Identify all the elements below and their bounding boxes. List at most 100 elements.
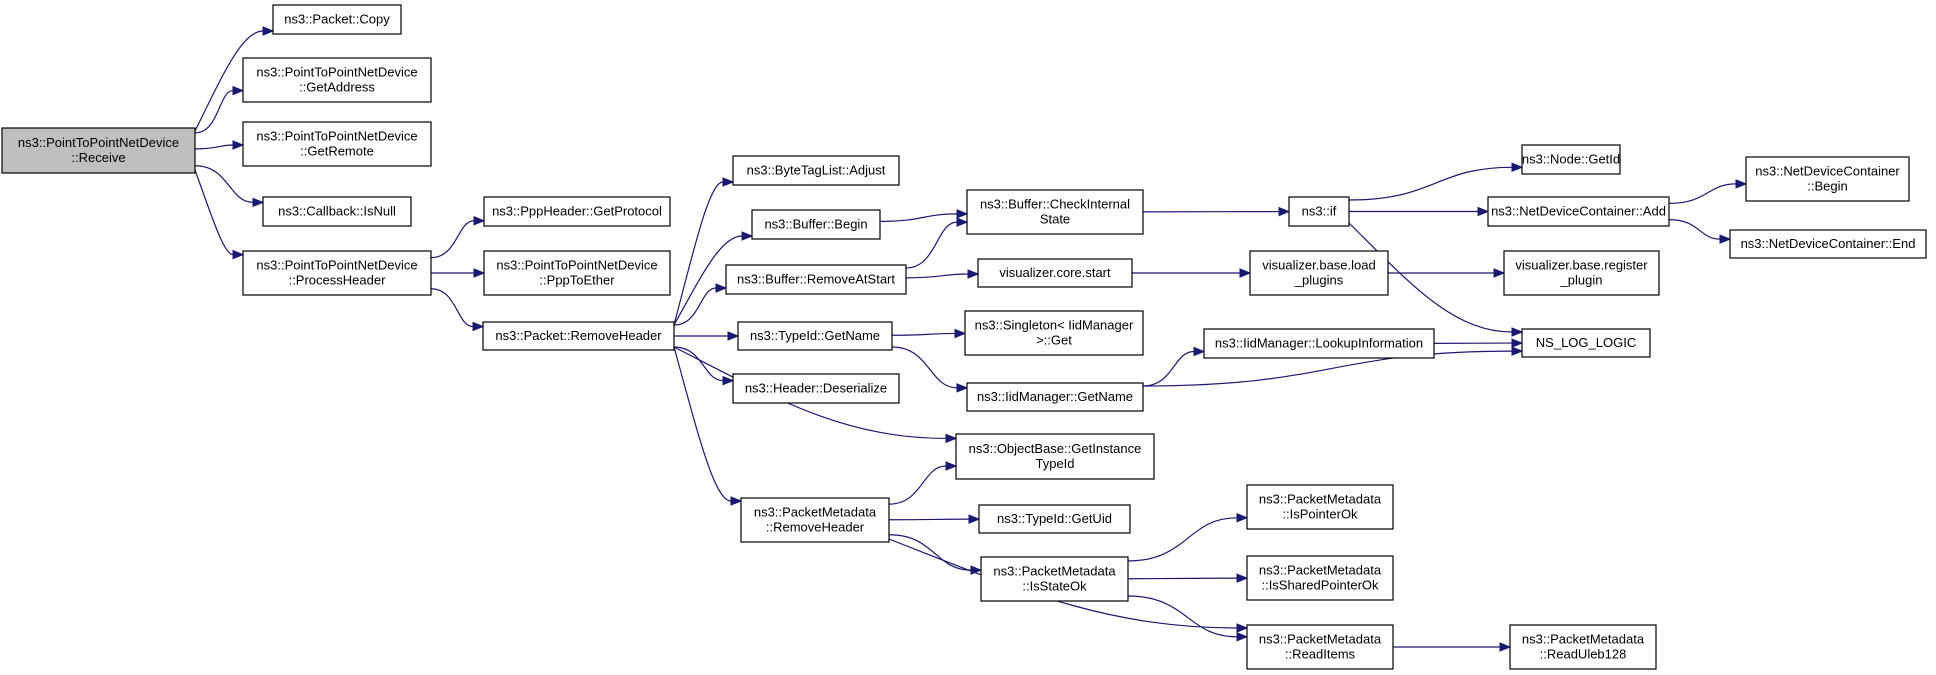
node-box [964,310,1144,356]
node-getprotocol[interactable]: ns3::PppHeader::GetProtocol [483,196,671,227]
node-ndcadd[interactable]: ns3::NetDeviceContainer::Add [1487,196,1670,227]
call-edge-receive-to-getremote [194,140,245,150]
node-readuleb[interactable]: ns3::PacketMetadata::ReadUleb128 [1509,624,1657,670]
node-ppptoether[interactable]: ns3::PointToPointNetDevice::PppToEther [483,250,671,296]
call-edge-processheader-to-ppptoether [431,268,486,278]
node-box [1249,250,1389,296]
node-label-line: ::Begin [1807,179,1847,194]
call-edge-pmremoveheader-to-readitems [888,538,1249,633]
call-edge-pmremoveheader-to-isstateok [888,534,983,575]
node-issharedpointerok[interactable]: ns3::PacketMetadata::IsSharedPointerOk [1246,555,1394,601]
node-box [1246,484,1394,530]
arrowhead-icon [741,231,754,241]
node-label-line: ns3::IidManager::LookupInformation [1215,336,1423,351]
call-edges [194,26,1748,652]
node-label-line: ns3::Header::Deserialize [745,381,887,396]
call-edge-pmremoveheader-to-getinstancetypeid [888,461,958,505]
node-box [1509,624,1657,670]
node-deserialize[interactable]: ns3::Header::Deserialize [732,373,900,404]
node-label-line: ::ReadUleb128 [1540,647,1627,662]
node-pmremoveheader[interactable]: ns3::PacketMetadata::RemoveHeader [740,497,890,543]
node-ndcbegin[interactable]: ns3::NetDeviceContainer::Begin [1745,156,1910,202]
arrowhead-icon [727,331,740,341]
call-edge-processheader-to-removeheader [430,288,485,332]
node-box [1246,624,1394,670]
edge-line [1127,577,1238,580]
node-copy[interactable]: ns3::Packet::Copy [272,4,402,35]
node-processheader[interactable]: ns3::PointToPointNetDevice::ProcessHeade… [242,250,432,296]
call-edge-processheader-to-getprotocol [430,215,486,259]
node-nsif[interactable]: ns3::if [1288,196,1350,227]
node-label-line: TypeId [1035,456,1074,471]
node-label-line: ns3::PacketMetadata [754,505,877,520]
node-ispointerok[interactable]: ns3::PacketMetadata::IsPointerOk [1246,484,1394,530]
node-removeatstart[interactable]: ns3::Buffer::RemoveAtStart [725,264,907,295]
node-getremote[interactable]: ns3::PointToPointNetDevice::GetRemote [242,121,432,167]
call-edge-nsif-to-nodegetid [1348,162,1524,201]
node-receive[interactable]: ns3::PointToPointNetDevice::Receive [1,127,196,174]
call-edge-ndcadd-to-ndcbegin [1668,179,1748,204]
node-label-line: ns3::NetDeviceContainer::End [1741,236,1916,251]
node-box [737,321,893,351]
node-getaddress[interactable]: ns3::PointToPointNetDevice::GetAddress [242,57,432,103]
node-box [1521,328,1651,358]
node-label-line: >::Get [1036,333,1072,348]
node-label-line: ::Receive [71,150,125,165]
node-removeheader[interactable]: ns3::Packet::RemoveHeader [482,321,675,351]
node-adjust[interactable]: ns3::ByteTagList::Adjust [732,155,900,186]
node-label-line: ::IsSharedPointerOk [1261,578,1379,593]
call-edge-nsif-to-ndcadd [1349,206,1490,217]
node-isnull[interactable]: ns3::Callback::IsNull [262,196,412,227]
node-nodegetid[interactable]: ns3::Node::GetId [1521,144,1621,175]
node-readitems[interactable]: ns3::PacketMetadata::ReadItems [1246,624,1394,670]
node-label-line: ns3::Singleton< IidManager [975,318,1134,333]
arrowhead-icon [945,461,958,471]
node-lookupinfo[interactable]: ns3::IidManager::LookupInformation [1203,328,1435,359]
node-box [483,250,671,296]
node-label-line: ns3::PointToPointNetDevice [256,65,417,80]
arrowhead-icon [956,383,969,393]
node-label-line: ns3::if [1302,204,1337,219]
node-label-line: ns3::TypeId::GetUid [997,511,1112,526]
node-label-line: ns3::PointToPointNetDevice [496,258,657,273]
edge-line [888,538,1238,629]
call-edge-vcorestart-to-loadplugins [1132,268,1252,278]
call-edge-typeidgetname-to-iidgetname [891,346,969,393]
node-ndcend[interactable]: ns3::NetDeviceContainer::End [1729,229,1927,259]
node-label-line: ns3::PacketMetadata [1259,492,1382,507]
node-label-line: State [1040,212,1070,227]
node-label-line: ns3::PppHeader::GetProtocol [492,204,662,219]
node-loadplugins[interactable]: visualizer.base.load_plugins [1249,250,1389,296]
call-edge-begin-to-checkinternal [879,209,969,222]
node-box [966,382,1144,412]
call-edge-isstateok-to-issharedpointerok [1127,573,1249,583]
edge-line [1127,595,1238,638]
node-label-line: ns3::Buffer::RemoveAtStart [737,272,895,287]
node-label-line: ::RemoveHeader [766,520,865,535]
node-isstateok[interactable]: ns3::PacketMetadata::IsStateOk [980,556,1129,602]
edge-line [888,465,947,505]
node-label-line: ns3::ObjectBase::GetInstance [969,441,1142,456]
node-begin[interactable]: ns3::Buffer::Begin [751,209,881,240]
node-box [725,264,907,295]
node-typeidgetname[interactable]: ns3::TypeId::GetName [737,321,893,351]
call-edge-receive-to-copy [194,26,275,132]
edge-line [194,30,264,132]
node-iidgetname[interactable]: ns3::IidManager::GetName [966,382,1144,412]
call-edge-removeatstart-to-checkinternal [905,217,969,269]
node-registerplugin[interactable]: visualizer.base.register_plugin [1503,250,1660,296]
node-box [978,504,1131,534]
arrowhead-icon [1193,346,1206,357]
node-getuid[interactable]: ns3::TypeId::GetUid [978,504,1131,534]
node-nslog[interactable]: NS_LOG_LOGIC [1521,328,1651,358]
edge-line [673,346,724,382]
call-edge-typeidgetname-to-singletonget [891,328,967,339]
node-vcorestart[interactable]: visualizer.core.start [977,258,1133,288]
node-label-line: ns3::Packet::Copy [284,12,390,27]
node-box [980,556,1129,602]
node-singletonget[interactable]: ns3::Singleton< IidManager >::Get [964,310,1144,356]
edge-line [194,165,254,203]
call-edge-isstateok-to-ispointerok [1127,513,1249,562]
